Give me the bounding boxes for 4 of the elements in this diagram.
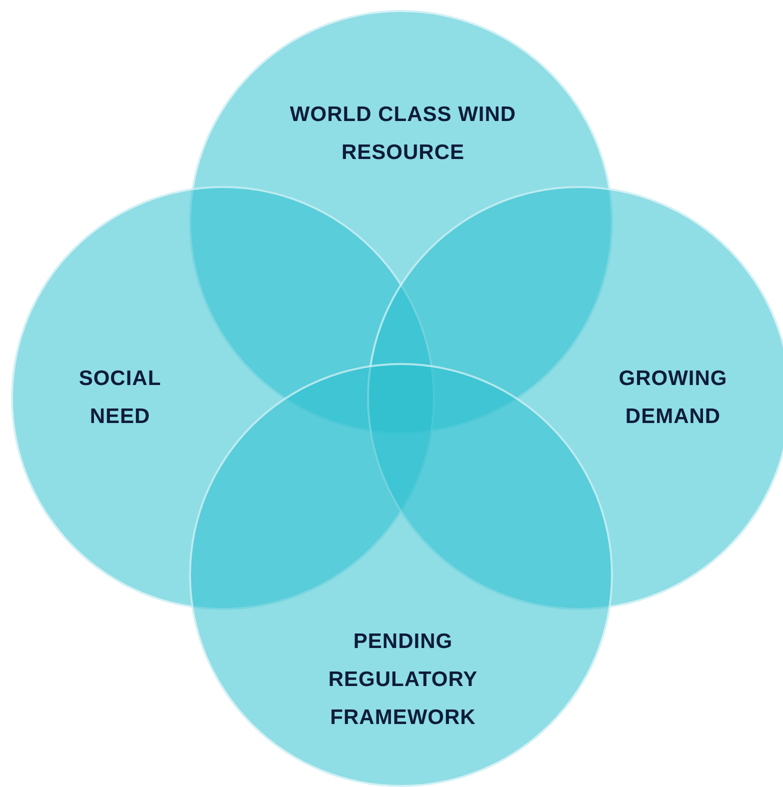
circle-label: SOCIAL NEED [78,366,162,430]
circle-label: WORLD CLASS WIND RESOURCE [288,102,518,166]
circle-label: GROWING DEMAND [618,366,728,430]
circle-label: PENDING REGULATORY FRAMEWORK [327,629,479,731]
